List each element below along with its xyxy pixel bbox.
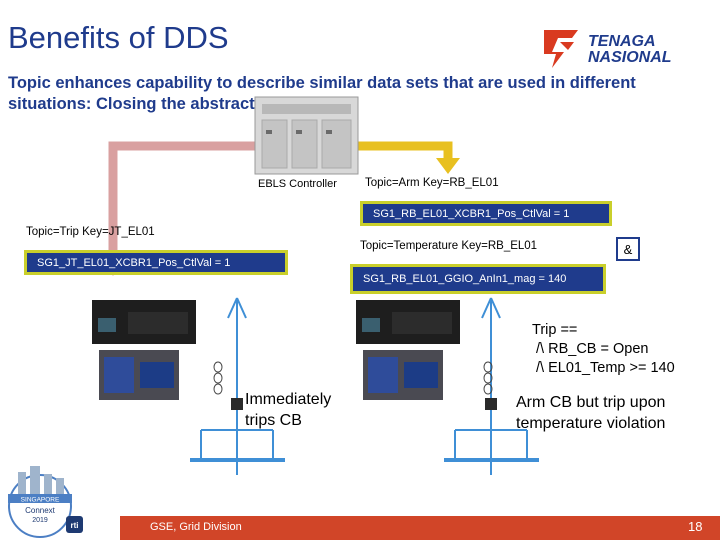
slide-subtitle: Topic enhances capability to describe si… [8,74,636,113]
left-ied-caption: Immediately trips CB [245,391,332,429]
trip-topic-label: Topic=Trip Key=JT_EL01 [26,226,155,238]
right-breaker-icon [485,398,497,410]
tnb-emblem-icon [544,30,578,68]
controller-label: EBLS Controller [258,178,337,190]
and-operator-box: & [616,237,640,261]
footer-bar [120,516,720,540]
arm-sample-text: SG1_RB_EL01_XCBR1_Pos_CtlVal = 1 [373,207,570,220]
arm-topic-label: Topic=Arm Key=RB_EL01 [365,177,499,189]
and-operator-text: & [623,241,633,257]
badge-brand: rti [71,521,79,530]
logo-line-1: TENAGA [588,33,656,50]
logo-line-2: NASIONAL [588,49,672,66]
trip-arrow [108,141,255,262]
connext-badge-icon: SINGAPORE Connext 2019 rti [8,466,83,538]
temperature-sample-text: SG1_RB_EL01_GGIO_AnIn1_mag = 140 [363,273,567,285]
right-ct-coils [483,361,493,395]
slide-title: Benefits of DDS [8,20,229,55]
arm-arrow-head [436,158,460,174]
left-breaker-icon [231,398,243,410]
trip-sample-text: SG1_JT_EL01_XCBR1_Pos_CtlVal = 1 [37,256,231,269]
temperature-sample-box: SG1_RB_EL01_GGIO_AnIn1_mag = 140 [350,264,606,294]
badge-line-2: Connext [25,506,56,515]
left-ct-coils [213,361,223,395]
left-ied-device [92,300,196,400]
right-feeder-diagram [444,297,539,475]
footer-division: GSE, Grid Division [150,521,242,533]
badge-line-3: 2019 [32,517,48,524]
left-feeder-diagram [190,297,285,475]
arm-sample-box: SG1_RB_EL01_XCBR1_Pos_CtlVal = 1 [360,201,612,226]
temperature-topic-label: Topic=Temperature Key=RB_EL01 [360,240,538,252]
right-ied-caption: Arm CB but trip upon temperature violati… [516,394,666,432]
right-ied-device [356,300,460,400]
badge-line-1: SINGAPORE [21,497,60,504]
arm-arrow [358,141,453,160]
page-number: 18 [688,519,703,534]
trip-condition-text: Trip == /\ RB_CB = Open /\ EL01_Temp >= … [532,322,675,376]
ebls-controller-device [254,96,359,175]
connext-2019-badge: SINGAPORE Connext 2019 rti [2,462,84,538]
trip-sample-box: SG1_JT_EL01_XCBR1_Pos_CtlVal = 1 [24,250,288,275]
tenaga-nasional-logo: TENAGA NASIONAL [538,24,688,72]
